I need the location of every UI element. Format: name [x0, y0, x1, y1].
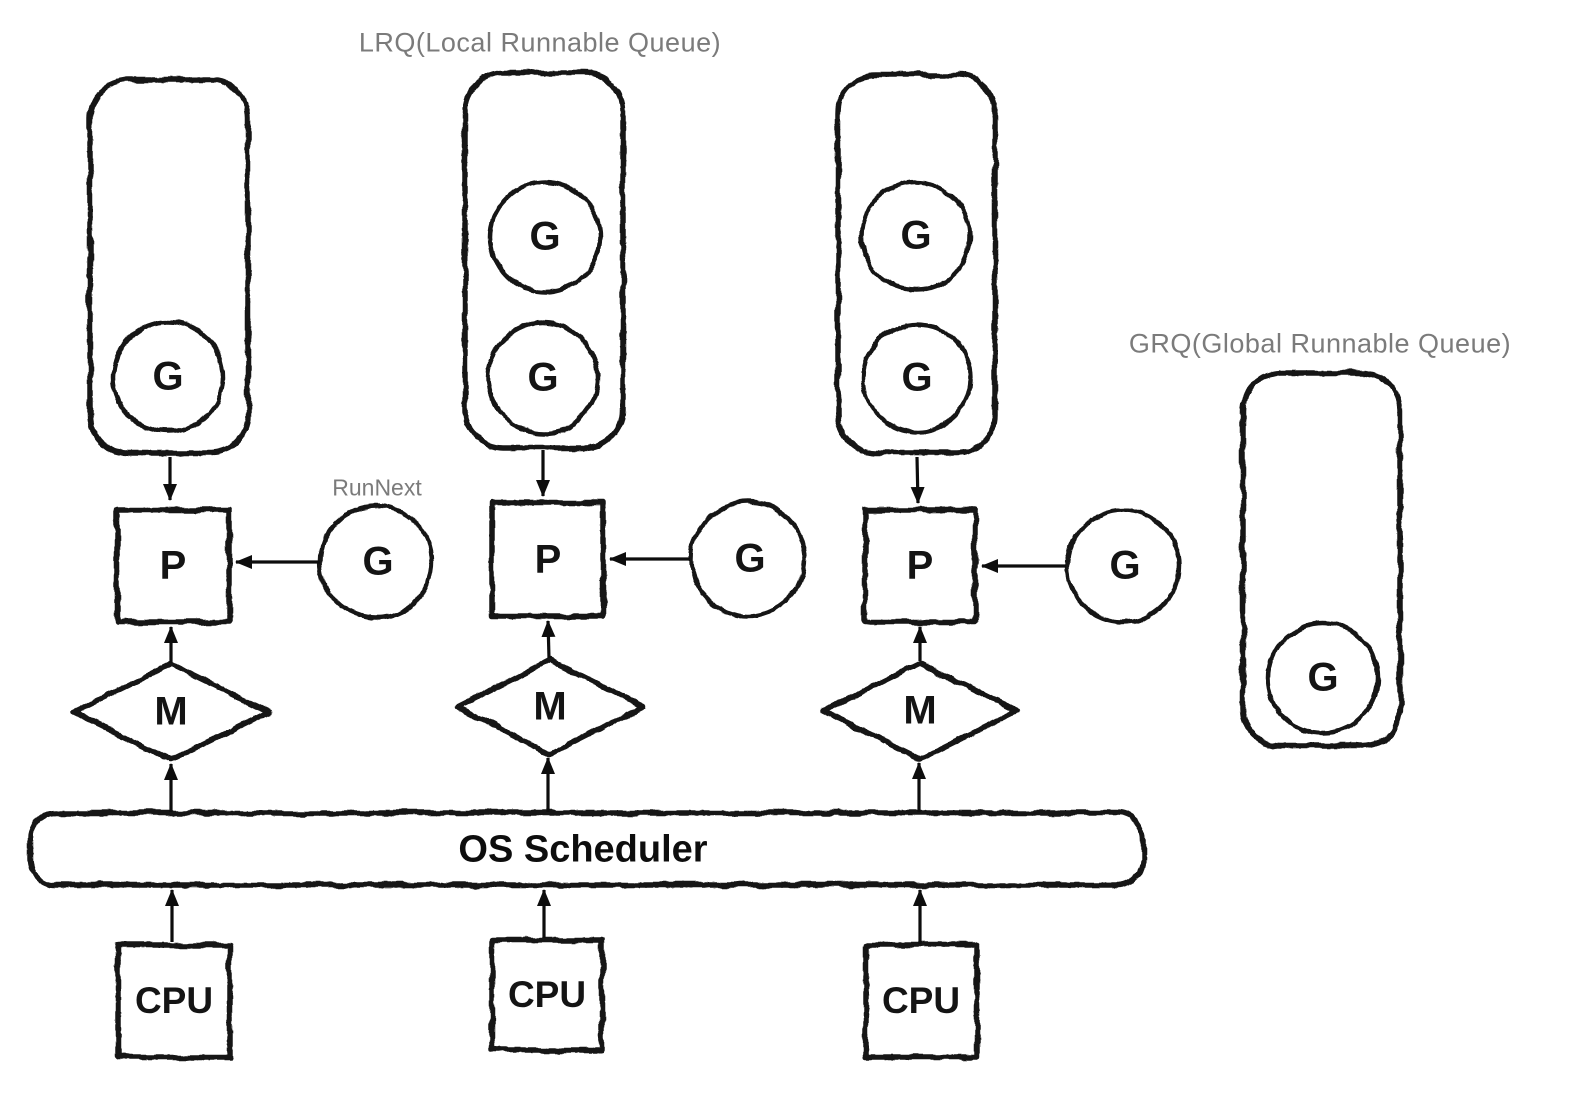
- goroutine-label-runnext-1: G: [362, 539, 394, 584]
- goroutine-circle-q1-1: [110, 319, 226, 435]
- machine-diamond-3: [820, 660, 1020, 762]
- cpu-label-2: CPU: [507, 974, 587, 1015]
- goroutine-label-runnext-2: G: [734, 536, 766, 581]
- lrq-queue-3: [835, 72, 998, 456]
- cpu-box-3: [863, 942, 980, 1060]
- arrow-m2-to-p2: [541, 620, 556, 659]
- grq-queue: [1240, 370, 1403, 749]
- goroutine-circle-q2-1: [487, 179, 603, 295]
- processor-label-1: P: [159, 543, 187, 588]
- goroutine-circle-q3-2: [860, 321, 974, 435]
- os-scheduler-bar: [27, 810, 1146, 888]
- arrow-lrq3-to-p3: [910, 456, 925, 504]
- cpu-label-1: CPU: [134, 980, 214, 1021]
- goroutine-label-runnext-3: G: [1109, 543, 1141, 588]
- runnext-goroutine-circle-3: [1064, 507, 1182, 625]
- cpu-label-3: CPU: [881, 980, 961, 1021]
- goroutine-circle-grq: [1265, 620, 1381, 736]
- processor-box-2: [489, 500, 606, 619]
- os-scheduler-label: OS Scheduler: [458, 828, 708, 871]
- machine-label-3: M: [903, 688, 937, 733]
- runnext-label: RunNext: [332, 474, 422, 501]
- cpu-box-1: [115, 942, 233, 1060]
- grq-label: GRQ(Global Runnable Queue): [1128, 328, 1512, 359]
- machine-label-1: M: [154, 689, 188, 734]
- lrq-queue-2: [462, 70, 626, 451]
- goroutine-circle-q2-2: [485, 320, 601, 436]
- goroutine-label-grq: G: [1307, 655, 1339, 700]
- processor-label-3: P: [906, 543, 934, 588]
- goroutine-label-q2-1: G: [529, 214, 561, 259]
- goroutine-label-q1-1: G: [152, 354, 184, 399]
- processor-box-3: [862, 507, 978, 625]
- machine-label-2: M: [533, 684, 567, 729]
- goroutine-circle-q3-1: [859, 179, 973, 293]
- machine-diamond-1: [70, 661, 272, 763]
- goroutine-label-q3-2: G: [901, 355, 933, 400]
- runnext-goroutine-circle-2: [688, 499, 808, 619]
- goroutine-label-q2-2: G: [527, 355, 559, 400]
- cpu-box-2: [489, 937, 605, 1053]
- lrq-queue-1: [87, 77, 251, 456]
- processor-box-1: [114, 507, 232, 625]
- machine-diamond-2: [454, 657, 646, 757]
- goroutine-label-q3-1: G: [900, 213, 932, 258]
- processor-label-2: P: [534, 537, 562, 582]
- lrq-label: LRQ(Local Runnable Queue): [358, 27, 722, 58]
